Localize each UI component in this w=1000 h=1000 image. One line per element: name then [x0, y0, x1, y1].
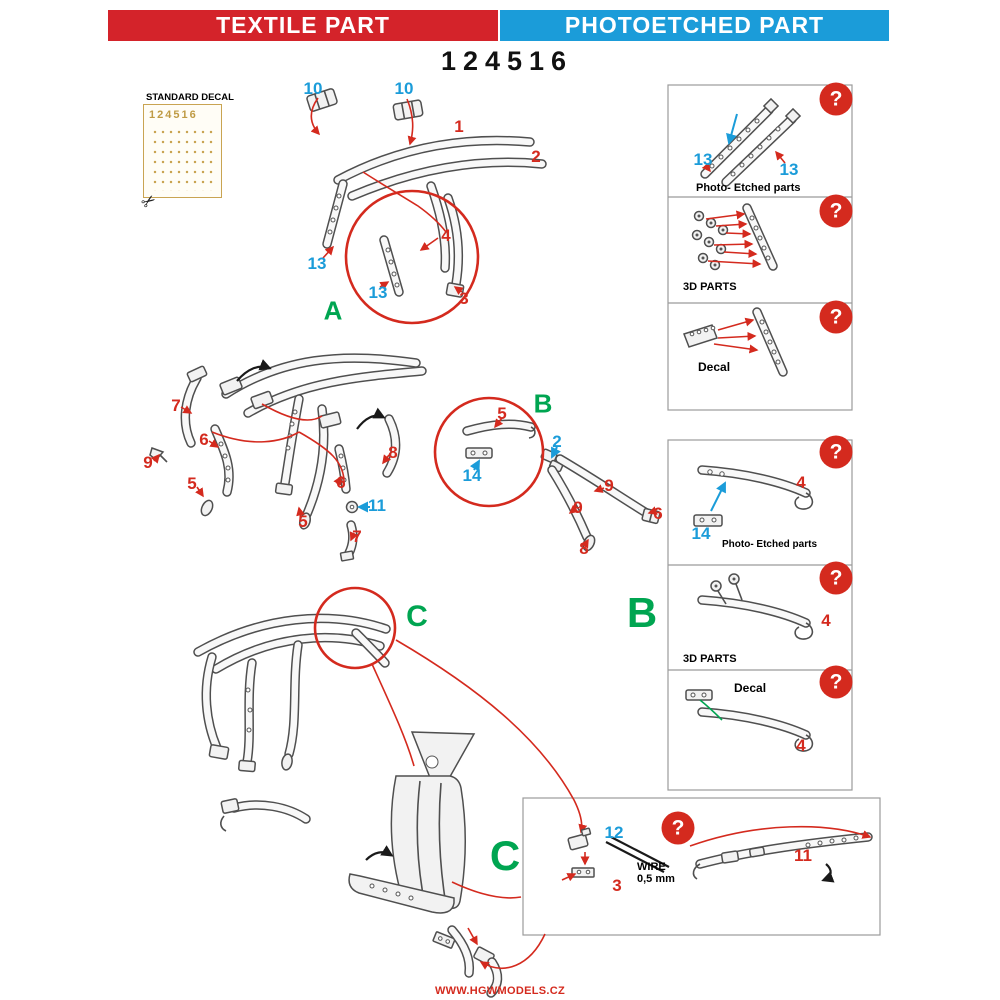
callout-a-10b: 10 — [394, 79, 414, 98]
textile-part-header: TEXTILE PART — [108, 10, 498, 41]
panel-mid-caption-pe: Photo- Etched parts — [722, 539, 818, 550]
panel-mid-caption-3d: 3D PARTS — [683, 653, 737, 665]
callout-b-5: 5 — [497, 404, 507, 423]
callout-pt-13a: 13 — [693, 150, 713, 169]
question-badge-pc: ? — [661, 811, 695, 845]
question-badge-pt1: ? — [819, 82, 853, 116]
callout-a-2: 2 — [531, 147, 541, 166]
question-badge-pm2: ? — [819, 561, 853, 595]
kit-number: 124516 — [440, 46, 574, 76]
assembly-c-label: C — [406, 600, 428, 633]
callout-l-11: 11 — [368, 496, 386, 515]
callout-l-6a: 6 — [199, 430, 209, 449]
assembly-left-drawing — [149, 353, 427, 562]
callout-l-5a: 5 — [187, 474, 197, 493]
decal-dot-grid — [151, 127, 216, 191]
panel-c-drawing — [561, 825, 873, 883]
assembly-b-label: B — [533, 388, 553, 419]
callout-a-10a: 10 — [303, 79, 323, 98]
panel-mid-caption-decal: Decal — [734, 681, 767, 695]
callout-a-3: 3 — [459, 289, 469, 308]
decal-sheet-number: 124516 — [149, 109, 198, 121]
callout-l-5b: 5 — [298, 512, 308, 531]
assembly-a-label: A — [323, 295, 343, 326]
assembly-a-drawing — [306, 88, 547, 325]
callout-b-9b: 9 — [573, 498, 583, 517]
callout-pm-4c: 4 — [796, 736, 806, 755]
callout-b-6: 6 — [653, 504, 663, 523]
callout-a-13b: 13 — [368, 283, 388, 302]
decal-sheet: 124516 — [143, 104, 222, 198]
panel-c-label: C — [489, 832, 521, 879]
callout-l-6b: 6 — [336, 473, 346, 492]
panel-top-caption-pe: Photo- Etched parts — [696, 182, 801, 194]
panel-top-drawing — [683, 97, 802, 377]
assembly-b-drawing — [433, 396, 661, 552]
callout-b-9a: 9 — [604, 476, 614, 495]
callout-b-2: 2 — [552, 432, 562, 451]
callout-b-14: 14 — [462, 466, 482, 485]
panel-top-caption-3d: 3D PARTS — [683, 281, 737, 293]
website-url: WWW.HGWMODELS.CZ — [434, 985, 566, 997]
question-badge-pm1: ? — [819, 435, 853, 469]
textile-part-label: TEXTILE PART — [216, 12, 390, 38]
panel-top-caption-decal: Decal — [698, 360, 731, 374]
callout-pm-4b: 4 — [821, 611, 831, 630]
callout-l-9: 9 — [143, 453, 153, 472]
question-badge-pt3: ? — [819, 300, 853, 334]
callout-pc-11: 11 — [794, 846, 812, 865]
callout-pc-3: 3 — [612, 876, 622, 895]
callout-l-8: 8 — [388, 443, 398, 462]
callout-a-4: 4 — [441, 226, 451, 245]
question-badge-pm3: ? — [819, 665, 853, 699]
callout-l-7a: 7 — [171, 396, 181, 415]
callout-pm-4a: 4 — [796, 473, 806, 492]
question-badge-pt2: ? — [819, 194, 853, 228]
panel-borders — [522, 84, 881, 936]
wire-label-line1: WIRE — [637, 861, 666, 873]
callout-b-8: 8 — [579, 539, 589, 558]
panel-mid-side-label-b: B — [626, 589, 658, 636]
callout-pc-12: 12 — [604, 823, 624, 842]
assembly-c-drawing — [193, 586, 588, 998]
callout-a-13a: 13 — [307, 254, 327, 273]
panel-mid-drawing — [685, 465, 814, 752]
callout-a-1: 1 — [454, 117, 464, 136]
wire-label-line2: 0,5 mm — [637, 873, 675, 885]
callout-l-7b: 7 — [352, 527, 362, 546]
photoetched-part-label: PHOTOETCHED PART — [564, 12, 825, 38]
callout-pt-13b: 13 — [779, 160, 799, 179]
standard-decal-title: STANDARD DECAL — [146, 92, 234, 103]
photoetched-part-header: PHOTOETCHED PART — [500, 10, 889, 41]
callout-pm-14: 14 — [691, 524, 711, 543]
